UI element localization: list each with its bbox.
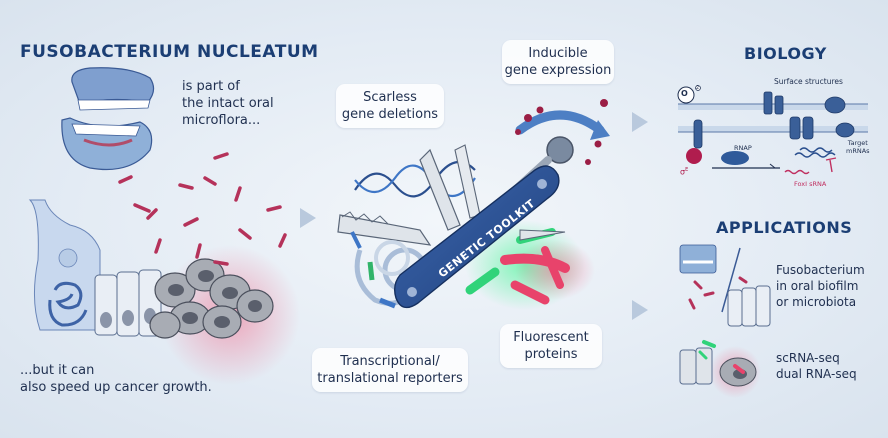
text-line: Target xyxy=(847,139,868,147)
oxygen-label: O xyxy=(681,90,688,98)
dna-helix xyxy=(354,160,476,198)
bacteria-rods xyxy=(118,152,287,266)
text-line: scRNA-seq xyxy=(776,351,840,365)
box-fluorescent-proteins: Fluorescent proteins xyxy=(500,324,602,368)
text-line: also speed up cancer growth. xyxy=(20,380,212,395)
tumor-illustration xyxy=(94,245,300,385)
sigma-symbol: σ xyxy=(680,167,686,177)
box-line: Inducible xyxy=(528,46,588,61)
text-line: microflora... xyxy=(182,113,261,128)
text-line: the intact oral xyxy=(182,96,274,111)
torso-illustration xyxy=(28,199,101,331)
surface-structures-label: Surface structures xyxy=(774,77,843,86)
left-title: FUSOBACTERIUM NUCLEATUM xyxy=(20,42,319,62)
box-line: gene deletions xyxy=(341,107,439,122)
sigma-superscript: E xyxy=(685,167,689,173)
box-line: Transcriptional/ xyxy=(340,354,440,369)
applications-illustration xyxy=(679,244,771,398)
genetic-toolkit-illustration xyxy=(337,99,610,310)
text-line: dual RNA-seq xyxy=(776,367,857,381)
box-line: translational reporters xyxy=(317,371,463,386)
biology-title: BIOLOGY xyxy=(744,44,827,63)
text-line: is part of xyxy=(182,79,240,94)
box-line: Scarless xyxy=(363,90,417,105)
text-line: ...but it can xyxy=(20,363,95,378)
text-line: or microbiota xyxy=(776,295,857,309)
flow-arrows xyxy=(300,112,648,320)
text-line: Fusobacterium xyxy=(776,263,865,277)
box-inducible-gene-expression: Inducible gene expression xyxy=(502,40,614,84)
text-line: in oral biofilm xyxy=(776,279,859,293)
applications-title: APPLICATIONS xyxy=(716,218,853,237)
sigma-label: σE xyxy=(680,166,688,177)
jaw-illustration xyxy=(61,67,155,171)
biology-illustration xyxy=(677,85,868,175)
box-transcriptional-reporters: Transcriptional/ translational reporters xyxy=(312,348,468,392)
left-text-top: is part of the intact oral microflora... xyxy=(182,78,274,129)
application-item-sequencing: scRNA-seq dual RNA-seq xyxy=(776,350,857,382)
left-text-bottom: ...but it can also speed up cancer growt… xyxy=(20,362,212,396)
box-scarless-gene-deletions: Scarless gene deletions xyxy=(336,84,444,128)
box-line: Fluorescent xyxy=(513,330,589,345)
text-line: mRNAs xyxy=(846,147,870,155)
foxi-srna-label: FoxI sRNA xyxy=(794,180,827,188)
box-line: gene expression xyxy=(504,63,612,78)
oxygen-symbol: O xyxy=(681,89,688,98)
target-mrnas-label: Target mRNAs xyxy=(846,139,870,155)
rnap-label: RNAP xyxy=(734,144,752,152)
box-line: proteins xyxy=(524,347,578,362)
oxygen-subscript: 2 xyxy=(696,85,700,91)
application-item-biofilm: Fusobacterium in oral biofilm or microbi… xyxy=(776,262,865,310)
